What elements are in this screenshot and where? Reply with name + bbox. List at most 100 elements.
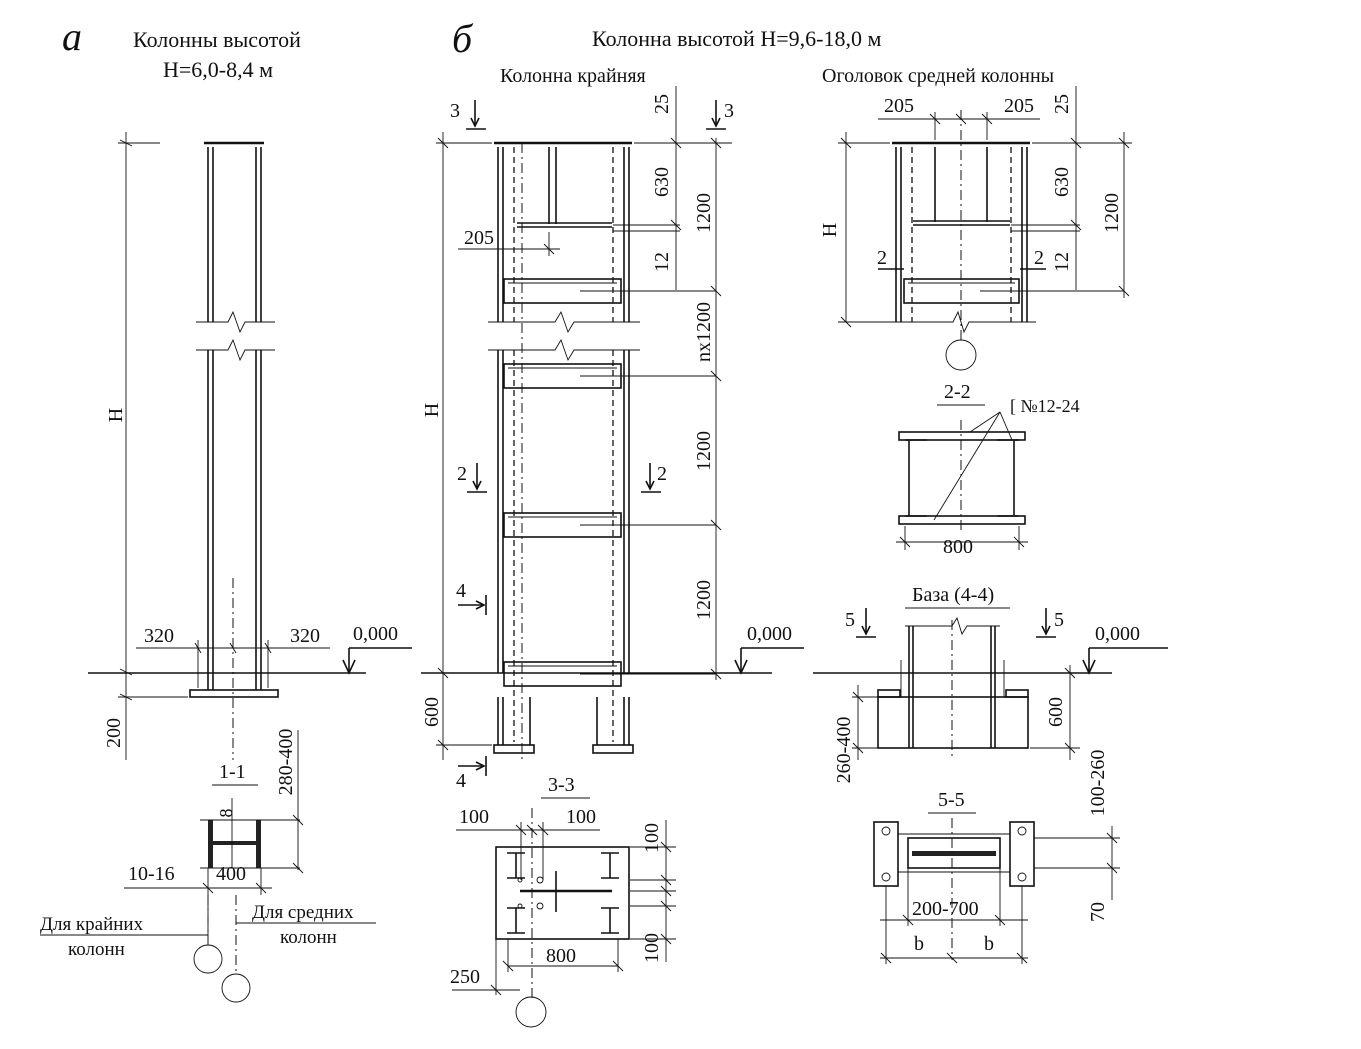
dim-10-16: 10-16 (128, 863, 175, 885)
cut-mark-2-left (467, 463, 487, 493)
note-outer-1: Для крайних (40, 914, 144, 935)
dim-205-b: 205 (464, 227, 494, 249)
base-dims (852, 665, 1080, 760)
base-dim-b2: b (984, 933, 994, 955)
dim-800-b: 800 (546, 945, 576, 967)
head-cut-2-right-label: 2 (1034, 247, 1044, 269)
base-dim-100-260: 100-260 (1087, 750, 1109, 817)
cut-2-right-label: 2 (657, 463, 667, 485)
dim-12-b: 12 (651, 252, 673, 272)
head-column (886, 110, 1124, 340)
note-middle-2: колонн (280, 927, 337, 948)
channel-label: [ №12-24 (1010, 396, 1080, 416)
panel-a-letter: а (62, 14, 82, 59)
dim-630-b: 630 (651, 167, 673, 197)
base-title: База (4-4) (912, 584, 994, 606)
outer-column (488, 141, 640, 760)
dim-1200-mid-b: 1200 (693, 431, 715, 471)
dim-100-a: 100 (459, 806, 489, 828)
section-1-1-label: 1-1 (219, 761, 246, 783)
level-mark-a (342, 647, 412, 675)
dim-1200-top-b: 1200 (693, 193, 715, 233)
section-2-2-label: 2-2 (944, 381, 971, 403)
dim-100-d: 100 (641, 933, 663, 963)
dim-100-b: 100 (566, 806, 596, 828)
head-dim-1200: 1200 (1101, 193, 1123, 233)
outer-column-dims (634, 86, 732, 680)
cut-5-right-label: 5 (1054, 609, 1064, 631)
dim-205-leader (458, 232, 560, 256)
level-a-label: 0,000 (353, 623, 398, 645)
dim-1200-low-b: 1200 (693, 580, 715, 620)
cut-3-right-label: 3 (724, 100, 734, 122)
panel-b-title: Колонна высотой H=9,6-18,0 м (592, 26, 881, 51)
dim-250: 250 (450, 966, 480, 988)
column-a (189, 141, 279, 760)
dim-h-a (118, 132, 188, 760)
head-cut-2-left-label: 2 (877, 247, 887, 269)
dim-600-b: 600 (421, 697, 443, 727)
section-5-5-label: 5-5 (938, 789, 965, 811)
base-elevation (877, 616, 1029, 760)
level-b-label: 0,000 (747, 623, 792, 645)
panel-a-title-2: H=6,0-8,4 м (163, 57, 273, 82)
dim-h-b (436, 132, 492, 760)
dim-100-c: 100 (641, 823, 663, 853)
head-dim-630: 630 (1051, 167, 1073, 197)
panel-b-letter: б (452, 16, 474, 61)
head-dim-205-l: 205 (884, 95, 914, 117)
level-base-label: 0,000 (1095, 623, 1140, 645)
cut-mark-4-top (458, 595, 487, 615)
outer-column-leaders (580, 224, 716, 675)
head-dim-25: 25 (1051, 94, 1073, 114)
head-dim-205-r: 205 (1004, 95, 1034, 117)
axis-bubble-head (945, 339, 977, 371)
base-dim-260-400: 260-400 (833, 717, 855, 784)
cut-mark-5-left (856, 608, 876, 638)
dim-25-b: 25 (651, 94, 673, 114)
axis-bubble-middle (221, 973, 251, 1003)
cut-4-top-label: 4 (456, 580, 466, 602)
cut-mark-4-bottom (458, 756, 487, 776)
dim-320-lines (136, 640, 330, 688)
level-mark-base (1082, 647, 1168, 675)
dim-h-a-label: H (105, 408, 127, 422)
axis-bubble-outer (193, 944, 223, 974)
dim-h-b-label: H (421, 403, 443, 417)
dim-nx1200: nx1200 (693, 302, 715, 362)
head-dim-800: 800 (943, 536, 973, 558)
base-dim-600: 600 (1045, 697, 1067, 727)
cut-4-bottom-label: 4 (456, 770, 466, 792)
dim-400-a: 400 (216, 863, 246, 885)
section-2-2-shape (896, 411, 1028, 550)
section-5-5-plan (873, 818, 1120, 964)
cut-3-left-label: 3 (450, 100, 460, 122)
head-dims (838, 86, 1132, 328)
head-title: Оголовок средней колонны (822, 65, 1054, 87)
cut-mark-3-left (466, 100, 486, 130)
base-dim-b1: b (914, 933, 924, 955)
cut-2-left-label: 2 (457, 463, 467, 485)
dim-280-400: 280-400 (275, 729, 297, 796)
section-3-3-plan (452, 808, 676, 1000)
note-outer-2: колонн (68, 939, 125, 960)
panel-a-title-1: Колонны высотой (133, 27, 301, 52)
dim-320-right: 320 (290, 625, 320, 647)
cut-mark-2-right (641, 463, 661, 493)
section-1-1-shape (124, 730, 304, 945)
axis-bubble-3-3 (515, 996, 547, 1028)
dim-8: 8 (216, 809, 236, 818)
outer-column-title: Колонна крайняя (500, 65, 646, 87)
cut-mark-5-right (1036, 608, 1056, 638)
dim-320-left: 320 (144, 625, 174, 647)
head-dim-h: H (819, 223, 841, 237)
base-dim-200-700: 200-700 (912, 898, 979, 920)
note-middle-1: Для средних (252, 902, 354, 923)
level-mark-b (734, 647, 804, 675)
cut-mark-3-right (706, 100, 726, 130)
base-dim-70: 70 (1087, 902, 1109, 922)
dim-200-a: 200 (103, 718, 125, 748)
head-dim-12: 12 (1051, 252, 1073, 272)
cut-5-left-label: 5 (845, 609, 855, 631)
